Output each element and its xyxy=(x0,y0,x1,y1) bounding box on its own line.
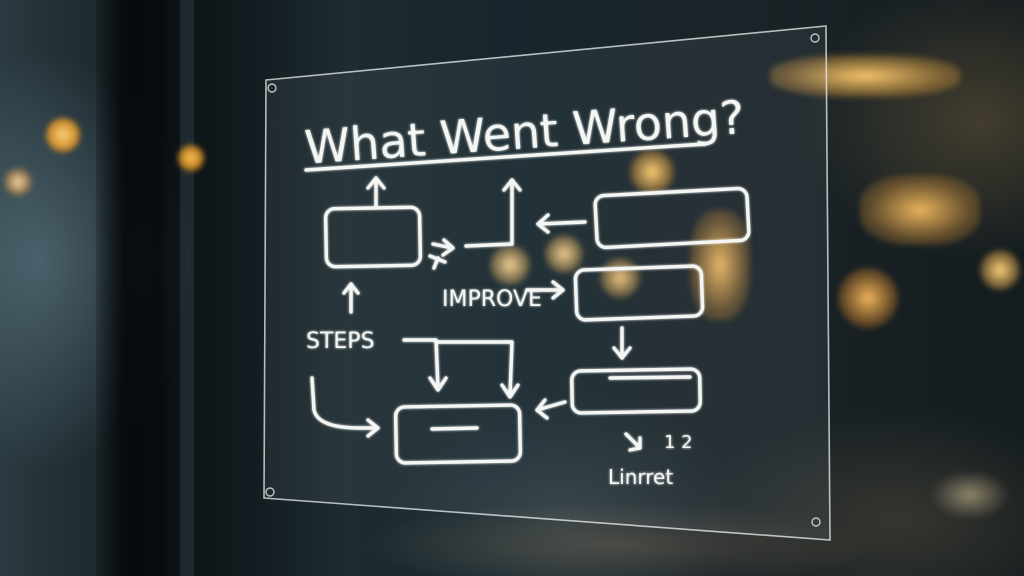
label-steps: STEPS xyxy=(306,329,375,354)
bokeh-light xyxy=(980,250,1020,290)
arrow xyxy=(525,280,565,300)
arrow xyxy=(464,178,522,248)
bokeh-light xyxy=(490,245,530,285)
mounting-screw xyxy=(265,487,275,497)
arrow xyxy=(402,338,448,392)
label-bottom: Linrret xyxy=(608,465,673,489)
window-frame xyxy=(96,0,186,576)
bokeh-light xyxy=(770,55,960,97)
flow-box xyxy=(570,367,702,415)
arrow xyxy=(310,376,380,438)
arrow xyxy=(342,282,360,314)
mounting-screw xyxy=(267,83,277,93)
flow-box xyxy=(393,403,523,465)
label-numbers: 1 2 xyxy=(664,432,693,453)
arrow xyxy=(536,213,587,234)
arrow xyxy=(535,398,567,420)
window-frame-edge xyxy=(180,0,194,576)
bokeh-light xyxy=(46,118,80,152)
arrow xyxy=(431,238,455,257)
arrow xyxy=(612,326,632,360)
arrow xyxy=(434,340,520,399)
label-improve: IMPROVE xyxy=(442,287,542,312)
arrow xyxy=(428,254,447,270)
flow-box xyxy=(323,205,423,269)
bokeh-light xyxy=(4,168,32,196)
bokeh-light xyxy=(600,258,640,298)
bokeh-light xyxy=(630,150,674,194)
box-mark xyxy=(430,426,479,431)
bokeh-light xyxy=(178,145,204,171)
bokeh-light xyxy=(690,210,750,320)
arrow xyxy=(624,432,642,452)
arrow xyxy=(366,176,386,209)
box-mark xyxy=(608,375,692,380)
flow-box xyxy=(593,186,751,250)
flow-box xyxy=(573,264,705,322)
mounting-screw xyxy=(810,33,820,43)
bokeh-light xyxy=(930,470,1010,520)
bokeh-light xyxy=(545,235,583,273)
mounting-screw xyxy=(811,517,821,527)
bokeh-light xyxy=(860,175,980,245)
bokeh-light xyxy=(838,268,898,328)
title-underline xyxy=(304,142,707,172)
